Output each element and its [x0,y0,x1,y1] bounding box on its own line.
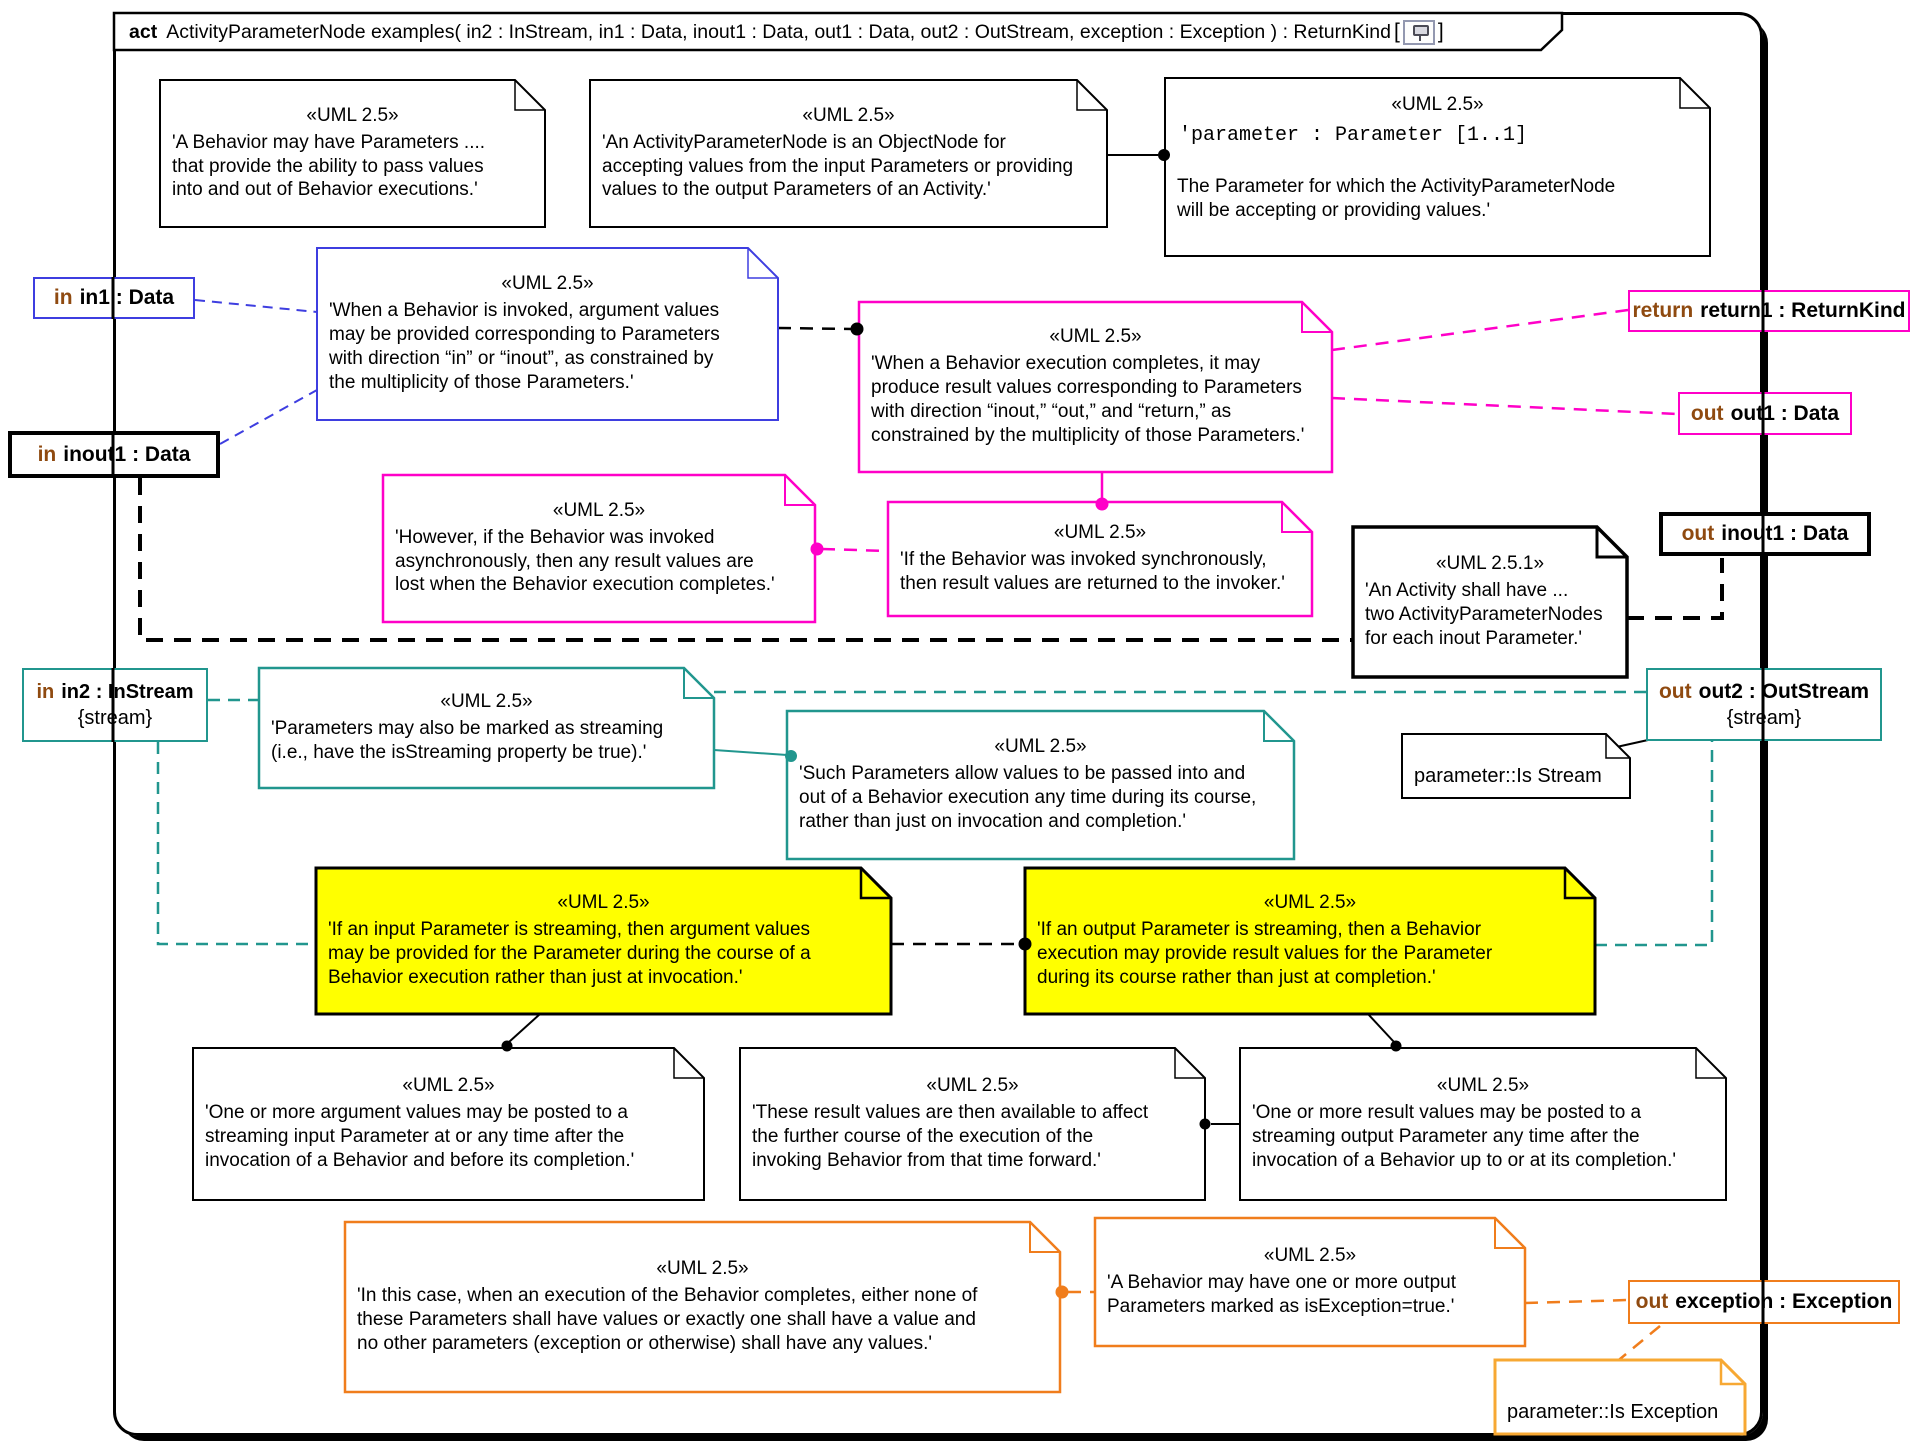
note-two-activityparameternodes[interactable]: «UML 2.5.1» 'An Activity shall have ... … [1353,527,1627,677]
note-text: 'One or more argument values may be post… [205,1101,692,1173]
note-parameter-is-exception[interactable]: parameter::Is Exception [1495,1360,1745,1434]
note-stereotype: «UML 2.5» [329,273,766,295]
note-text: 'If an input Parameter is streaming, the… [328,918,879,990]
note-text: 'Such Parameters allow values to be pass… [799,762,1282,834]
note-text: 'However, if the Behavior was invoked as… [395,526,803,598]
note-behavior-parameters[interactable]: «UML 2.5» 'A Behavior may have Parameter… [160,80,545,227]
param-node-out1[interactable]: out out1 : Data [1678,392,1852,435]
param-node-out2[interactable]: out out2 : OutStream {stream} [1646,668,1882,741]
param-constraint: {stream} [1727,707,1801,730]
param-node-in1[interactable]: in in1 : Data [33,277,195,319]
note-result-values-posted[interactable]: «UML 2.5» 'One or more result values may… [1240,1048,1726,1200]
note-parameter-is-stream[interactable]: parameter::Is Stream [1402,734,1630,798]
note-stereotype: «UML 2.5» [752,1075,1193,1097]
note-text: 'When a Behavior execution completes, it… [871,352,1320,448]
note-text: 'These result values are then available … [752,1101,1193,1173]
note-sync-results-returned[interactable]: «UML 2.5» 'If the Behavior was invoked s… [888,502,1312,616]
param-label: out inout1 : Data [1682,522,1849,546]
note-code-line: 'parameter : Parameter [1..1] [1179,124,1698,147]
note-activityparameternode-objectnode[interactable]: «UML 2.5» 'An ActivityParameterNode is a… [590,80,1107,227]
param-name-type: return1 : ReturnKind [1700,299,1905,322]
note-output-streaming[interactable]: «UML 2.5» 'If an output Parameter is str… [1025,868,1595,1014]
note-invoke-arguments[interactable]: «UML 2.5» 'When a Behavior is invoked, a… [317,248,778,420]
note-stereotype: «UML 2.5» [1252,1075,1714,1097]
frame-keyword: act [129,21,157,44]
note-streaming-values-passed[interactable]: «UML 2.5» 'Such Parameters allow values … [787,711,1294,859]
param-direction: out [1682,522,1715,545]
note-stereotype: «UML 2.5» [871,326,1320,348]
note-execution-completes[interactable]: «UML 2.5» 'When a Behavior execution com… [859,302,1332,472]
note-parameter-property[interactable]: «UML 2.5» 'parameter : Parameter [1..1] … [1165,78,1710,256]
note-async-results-lost[interactable]: «UML 2.5» 'However, if the Behavior was … [383,475,815,622]
note-text: 'An ActivityParameterNode is an ObjectNo… [602,131,1095,203]
note-text: 'If the Behavior was invoked synchronous… [900,548,1300,596]
note-stereotype: «UML 2.5» [1107,1245,1513,1267]
note-stereotype: «UML 2.5» [357,1258,1048,1280]
param-node-in2[interactable]: in in2 : InStream {stream} [22,668,208,742]
param-label: in in1 : Data [54,286,174,310]
note-text: 'When a Behavior is invoked, argument va… [329,299,766,395]
param-name-type: out1 : Data [1731,402,1840,425]
param-direction: in [36,681,54,703]
note-stereotype: «UML 2.5» [602,105,1095,127]
param-node-exception[interactable]: out exception : Exception [1628,1280,1900,1324]
param-direction: out [1636,1290,1669,1313]
note-stereotype: «UML 2.5» [395,500,803,522]
param-label: in in2 : InStream [36,681,193,704]
param-direction: out [1691,402,1724,425]
note-exception-exclusive[interactable]: «UML 2.5» 'In this case, when an executi… [345,1222,1060,1392]
note-text: 'Parameters may also be marked as stream… [271,717,702,765]
note-text: 'A Behavior may have Parameters .... tha… [172,131,533,203]
param-label: out out2 : OutStream [1659,680,1869,704]
param-name-type: inout1 : Data [63,443,190,466]
note-stereotype: «UML 2.5» [205,1075,692,1097]
bracket-open: [ [1394,20,1400,44]
param-name-type: exception : Exception [1675,1290,1892,1313]
note-stereotype: «UML 2.5» [271,691,702,713]
note-text: 'A Behavior may have one or more output … [1107,1271,1513,1319]
param-name-type: in1 : Data [80,286,175,309]
note-argument-values-posted[interactable]: «UML 2.5» 'One or more argument values m… [193,1048,704,1200]
note-text: 'An Activity shall have ... two Activity… [1365,579,1615,651]
note-input-streaming[interactable]: «UML 2.5» 'If an input Parameter is stre… [316,868,891,1014]
bracket-close: ] [1438,20,1444,44]
param-label: out exception : Exception [1636,1290,1893,1314]
note-stereotype: «UML 2.5» [799,736,1282,758]
param-node-inout1-out[interactable]: out inout1 : Data [1659,512,1871,556]
param-direction: out [1659,680,1692,703]
param-name-type: inout1 : Data [1721,522,1848,545]
param-label: out out1 : Data [1691,402,1839,426]
note-text: parameter::Is Stream [1414,764,1618,789]
param-label: in inout1 : Data [38,443,191,467]
note-stereotype: «UML 2.5» [328,892,879,914]
note-stereotype: «UML 2.5» [1177,94,1698,116]
note-streaming-marked[interactable]: «UML 2.5» 'Parameters may also be marked… [259,668,714,788]
param-label: return return1 : ReturnKind [1632,299,1905,323]
note-stereotype: «UML 2.5» [1037,892,1583,914]
note-text: 'If an output Parameter is streaming, th… [1037,918,1583,990]
param-direction: in [54,286,73,309]
param-node-inout1-in[interactable]: in inout1 : Data [8,431,220,478]
note-text: 'In this case, when an execution of the … [357,1284,1048,1356]
param-direction: in [38,443,57,466]
param-node-return1[interactable]: return return1 : ReturnKind [1628,290,1910,332]
param-name-type: out2 : OutStream [1699,680,1869,703]
param-direction: return [1632,299,1693,322]
param-constraint: {stream} [78,707,152,730]
frame-title-text: ActivityParameterNode examples( in2 : In… [166,21,1391,44]
note-text: The Parameter for which the ActivityPara… [1177,175,1698,223]
note-stereotype: «UML 2.5» [172,105,533,127]
note-result-values-available[interactable]: «UML 2.5» 'These result values are then … [740,1048,1205,1200]
diagram-icon [1403,20,1435,45]
param-name-type: in2 : InStream [61,681,193,703]
note-stereotype: «UML 2.5» [900,522,1300,544]
note-exception-output[interactable]: «UML 2.5» 'A Behavior may have one or mo… [1095,1218,1525,1346]
note-stereotype: «UML 2.5.1» [1365,553,1615,575]
note-text: parameter::Is Exception [1507,1400,1733,1425]
note-text: 'One or more result values may be posted… [1252,1101,1714,1173]
frame-title: act ActivityParameterNode examples( in2 … [129,16,1447,48]
